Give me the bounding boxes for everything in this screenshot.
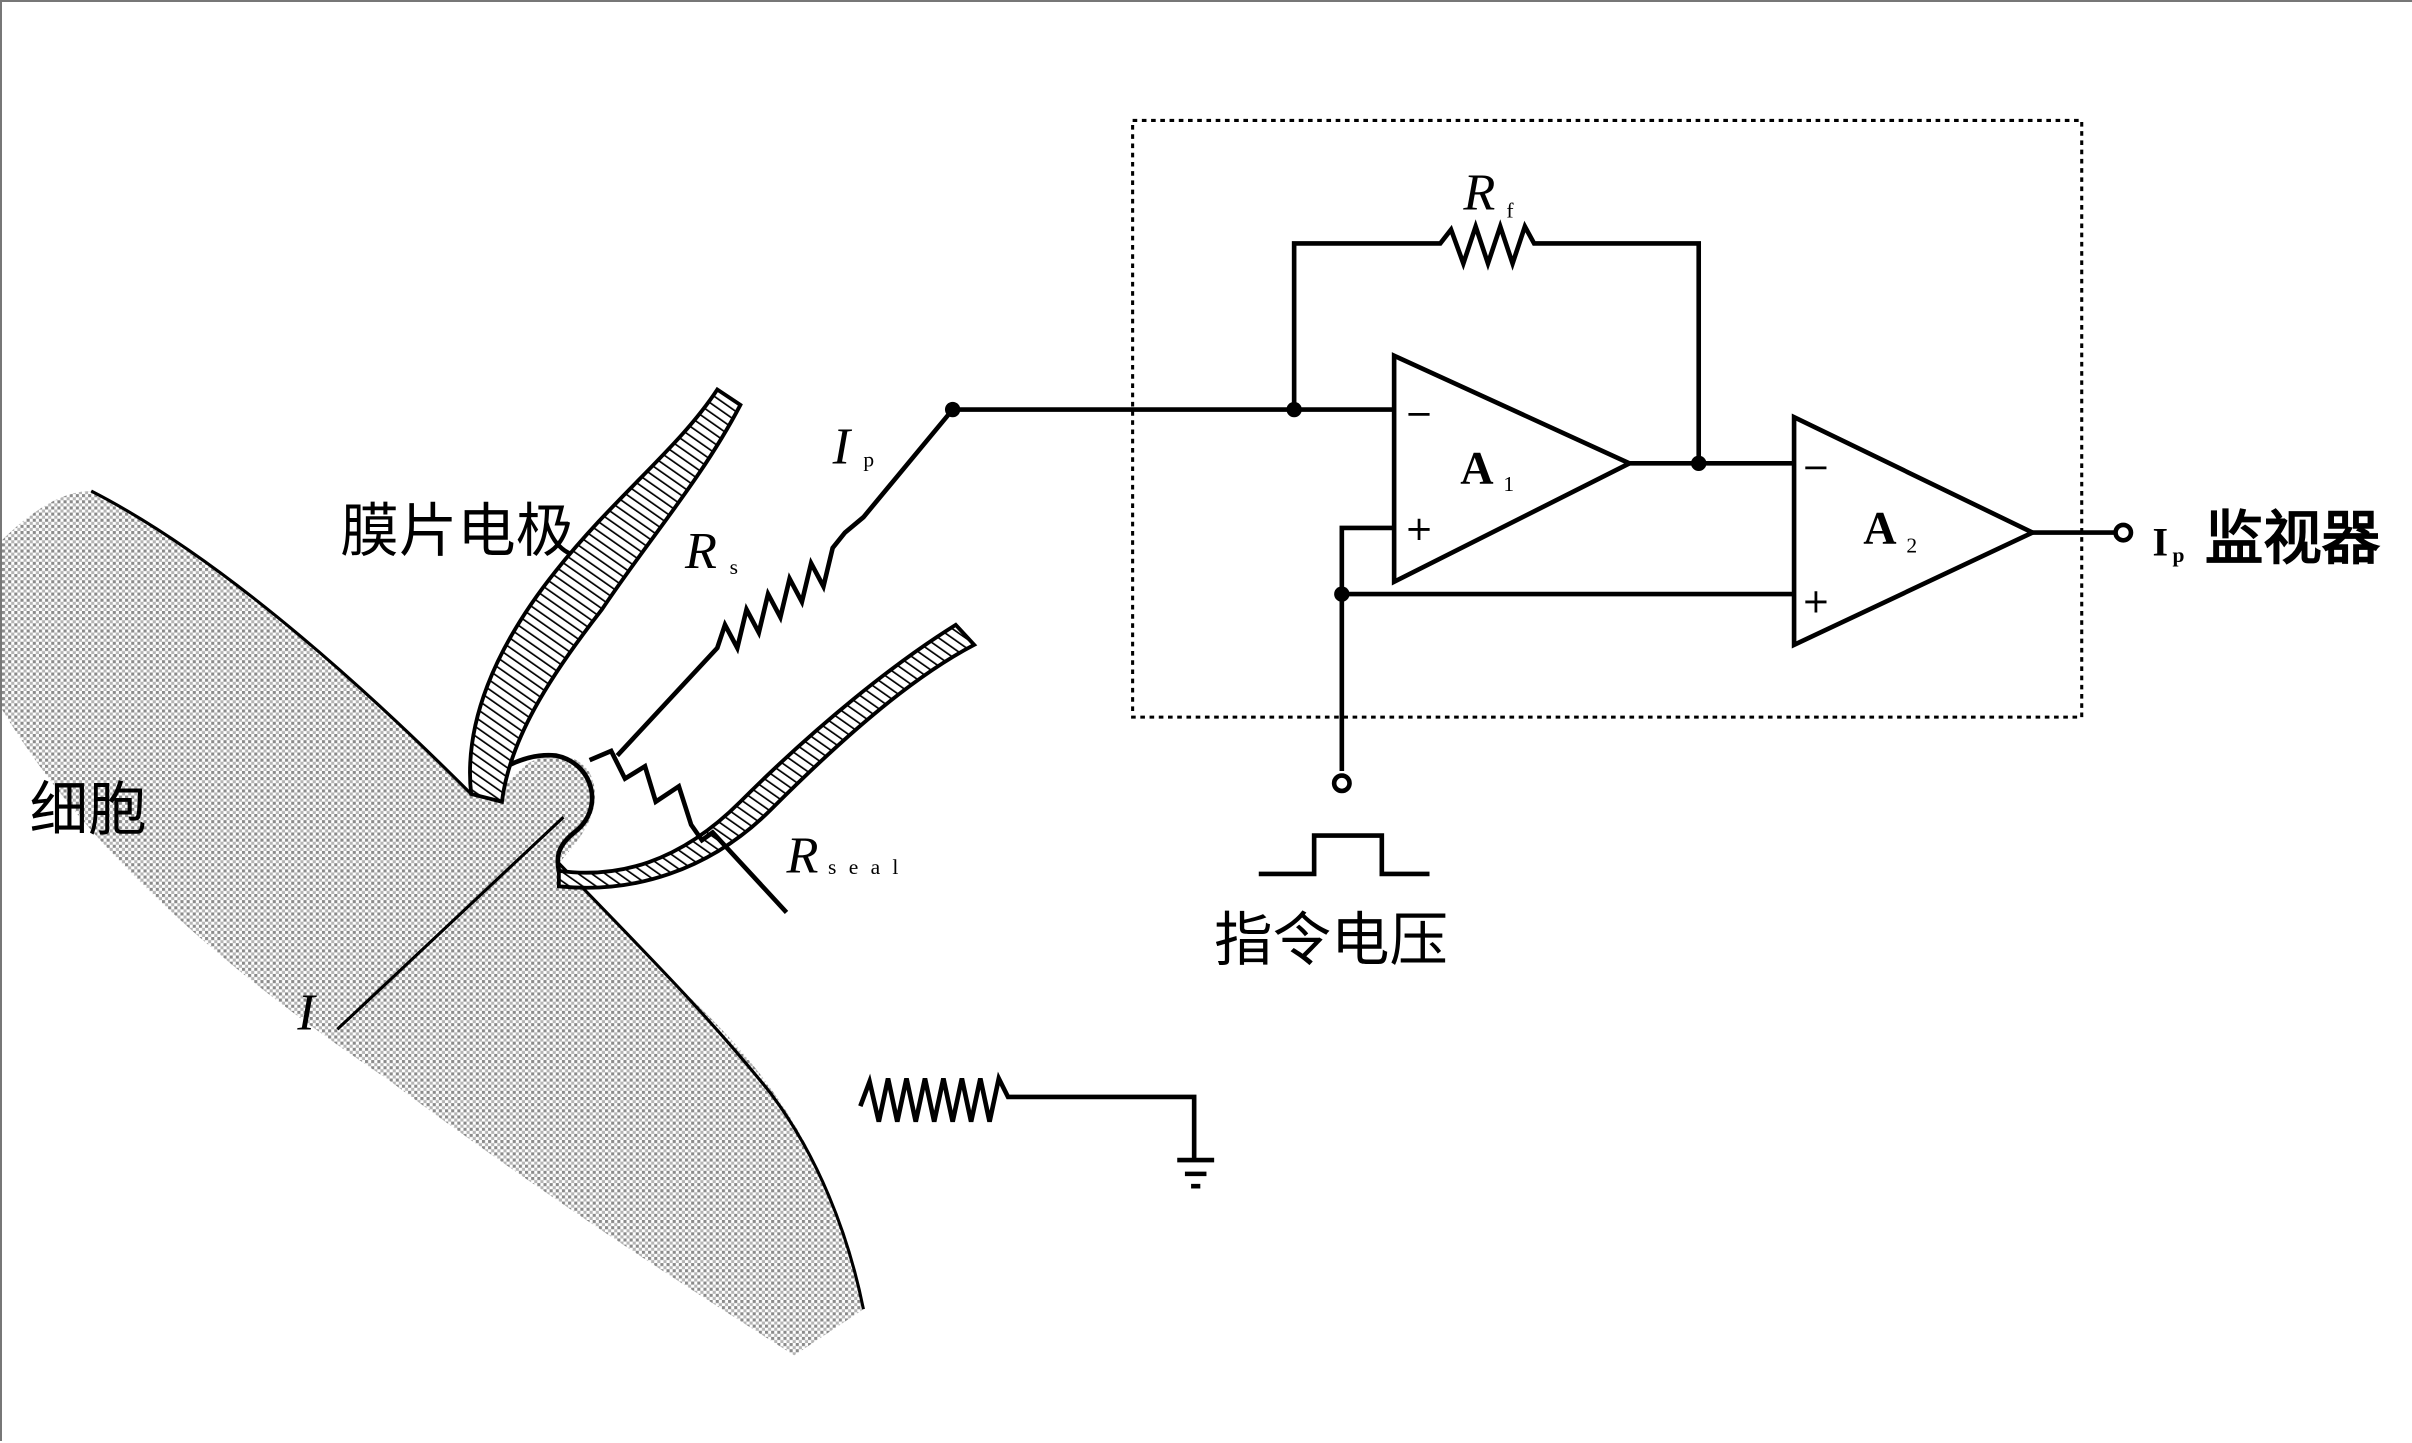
command-voltage-label: 指令电压 xyxy=(1214,906,1448,974)
pipette-current-label: I xyxy=(832,417,853,475)
a1-minus-sign: − xyxy=(1405,394,1433,433)
a2-minus-sign: − xyxy=(1802,448,1830,487)
monitor-label: 监视器 xyxy=(2205,504,2381,573)
cell-label: 细胞 xyxy=(30,775,147,843)
monitor-symbol: I xyxy=(2152,520,2168,565)
command-pulse-icon xyxy=(1258,833,1430,877)
cell-membrane-outline xyxy=(90,489,865,1310)
command-terminal xyxy=(1331,773,1352,794)
amplifier-a2 xyxy=(1791,413,2038,649)
headstage-box xyxy=(1131,118,2084,719)
seal-resistance-subscript: seal xyxy=(828,855,911,879)
pipette-wall-upper xyxy=(468,386,743,805)
cell-body xyxy=(2,491,864,1356)
feedback-node-out xyxy=(1691,455,1707,472)
seal-resistance-label: R xyxy=(786,826,819,884)
bath-resistor xyxy=(858,1071,1197,1159)
membrane-current-line xyxy=(336,815,565,1031)
command-node xyxy=(1334,586,1350,602)
a2-label: A xyxy=(1863,502,1896,553)
patch-electrode-label: 膜片电极 xyxy=(340,497,574,565)
series-resistance-label: R xyxy=(684,522,717,580)
a1-subscript: 1 xyxy=(1503,472,1514,496)
a2-plus-sign: + xyxy=(1802,582,1830,621)
a1-plus-sign: + xyxy=(1405,509,1433,548)
pipette-wall-lower xyxy=(556,622,978,890)
a1-label: A xyxy=(1460,442,1493,493)
pipette-current-subscript: p xyxy=(863,447,874,471)
amplifier-a1 xyxy=(1391,352,1635,586)
feedback-resistance-subscript: f xyxy=(1506,198,1514,222)
monitor-symbol-subscript: p xyxy=(2172,543,2184,567)
ground-icon xyxy=(1177,1157,1215,1189)
membrane-current-label: I xyxy=(296,983,317,1041)
a2-subscript: 2 xyxy=(1906,534,1917,558)
series-resistor-rs xyxy=(615,408,955,758)
output-terminal xyxy=(2113,522,2134,543)
feedback-resistance-label: R xyxy=(1462,164,1495,222)
command-wire xyxy=(1339,525,1395,771)
series-resistance-subscript: s xyxy=(730,555,738,579)
seal-resistor-rseal xyxy=(588,747,789,914)
feedback-resistor-rf xyxy=(1291,219,1702,464)
